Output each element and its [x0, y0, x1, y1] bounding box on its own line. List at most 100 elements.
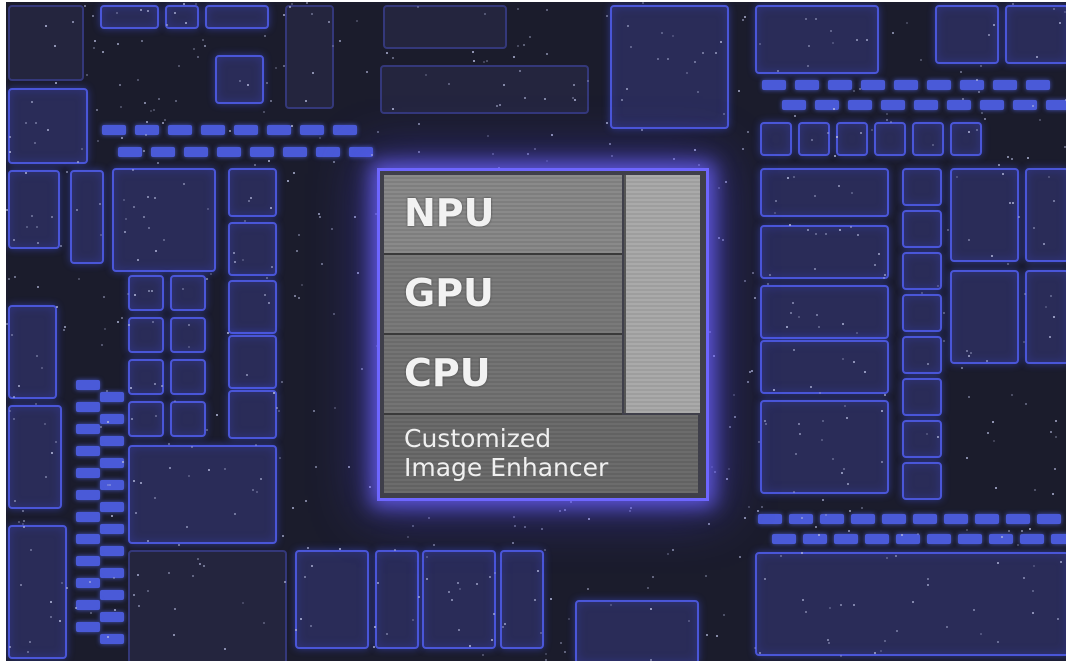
- solder-dot: [512, 542, 514, 544]
- solder-dot: [191, 446, 193, 448]
- solder-dot: [818, 534, 820, 536]
- capacitor: [861, 80, 885, 90]
- solder-dot: [13, 396, 15, 398]
- solder-dot: [292, 507, 294, 509]
- board-component: [70, 170, 104, 264]
- solder-dot: [734, 416, 736, 418]
- solder-dot: [626, 88, 628, 90]
- solder-dot: [884, 394, 886, 396]
- capacitor: [947, 100, 971, 110]
- solder-dot: [312, 72, 314, 74]
- solder-dot: [206, 278, 208, 280]
- capacitor: [100, 414, 124, 424]
- solder-dot: [77, 161, 79, 163]
- solder-dot: [229, 130, 231, 132]
- solder-dot: [484, 13, 486, 15]
- solder-dot: [856, 39, 858, 41]
- solder-dot: [1032, 105, 1034, 107]
- solder-dot: [197, 558, 199, 560]
- solder-dot: [866, 39, 868, 41]
- solder-dot: [31, 215, 33, 217]
- solder-dot: [801, 552, 803, 554]
- board-component: [1025, 270, 1066, 364]
- solder-dot: [738, 90, 740, 92]
- solder-dot: [155, 250, 157, 252]
- solder-dot: [75, 607, 77, 609]
- solder-dot: [647, 587, 649, 589]
- enhancer-label-line1: Customized: [404, 424, 552, 453]
- solder-dot: [412, 525, 414, 527]
- capacitor: [851, 514, 875, 524]
- capacitor: [76, 490, 100, 500]
- solder-dot: [458, 629, 460, 631]
- solder-dot: [627, 25, 629, 27]
- solder-dot: [63, 329, 65, 331]
- solder-dot: [860, 132, 862, 134]
- solder-dot: [107, 636, 109, 638]
- board-component: [128, 445, 277, 544]
- solder-dot: [133, 206, 135, 208]
- solder-dot: [153, 109, 155, 111]
- solder-dot: [966, 529, 968, 531]
- capacitor: [100, 568, 124, 578]
- solder-dot: [291, 125, 293, 127]
- solder-dot: [986, 360, 988, 362]
- circuit-board: NPU GPU CPU Customized Image Enhancer: [6, 2, 1066, 661]
- solder-dot: [273, 392, 275, 394]
- solder-dot: [9, 151, 11, 153]
- solder-dot: [828, 642, 830, 644]
- solder-dot: [137, 79, 139, 81]
- solder-dot: [305, 100, 307, 102]
- board-component: [295, 550, 369, 649]
- solder-dot: [857, 234, 859, 236]
- solder-dot: [192, 575, 194, 577]
- solder-dot: [1048, 176, 1050, 178]
- solder-dot: [943, 340, 945, 342]
- solder-dot: [6, 323, 8, 325]
- solder-dot: [976, 79, 978, 81]
- solder-dot: [688, 620, 690, 622]
- solder-dot: [152, 321, 154, 323]
- solder-dot: [489, 576, 491, 578]
- capacitor: [1013, 100, 1037, 110]
- solder-dot: [282, 535, 284, 537]
- solder-dot: [713, 355, 715, 357]
- capacitor: [960, 80, 984, 90]
- solder-dot: [197, 56, 199, 58]
- solder-dot: [284, 581, 286, 583]
- board-component: [8, 5, 84, 81]
- solder-dot: [132, 169, 134, 171]
- solder-dot: [1045, 306, 1047, 308]
- board-component: [760, 400, 889, 494]
- capacitor: [993, 80, 1017, 90]
- capacitor: [283, 147, 307, 157]
- solder-dot: [1021, 530, 1023, 532]
- capacitor: [349, 147, 373, 157]
- capacitor: [250, 147, 274, 157]
- solder-dot: [14, 276, 16, 278]
- solder-dot: [546, 53, 548, 55]
- solder-dot: [748, 506, 750, 508]
- solder-dot: [537, 570, 539, 572]
- solder-dot: [927, 584, 929, 586]
- solder-dot: [310, 625, 312, 627]
- solder-dot: [1011, 394, 1013, 396]
- solder-dot: [629, 510, 631, 512]
- solder-dot: [469, 645, 471, 647]
- solder-dot: [1057, 618, 1059, 620]
- solder-dot: [764, 578, 766, 580]
- solder-dot: [195, 3, 197, 5]
- solder-dot: [120, 106, 122, 108]
- solder-dot: [106, 390, 108, 392]
- capacitor: [300, 125, 324, 135]
- solder-dot: [34, 142, 36, 144]
- solder-dot: [37, 242, 39, 244]
- solder-dot: [1025, 403, 1027, 405]
- solder-dot: [386, 633, 388, 635]
- solder-dot: [968, 355, 970, 357]
- solder-dot: [927, 578, 929, 580]
- solder-dot: [816, 314, 818, 316]
- solder-dot: [117, 43, 119, 45]
- solder-dot: [123, 199, 125, 201]
- capacitor: [76, 556, 100, 566]
